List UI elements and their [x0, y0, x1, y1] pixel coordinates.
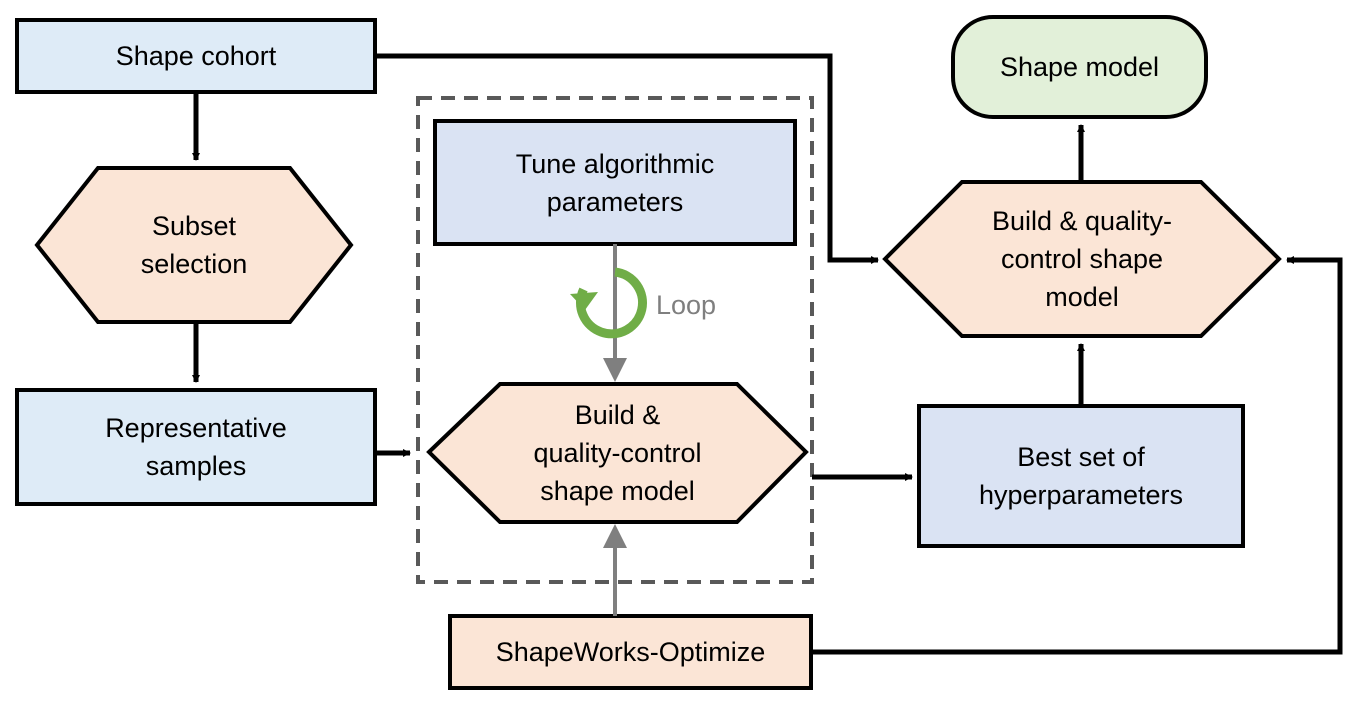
build-qc-inner-hexagon — [426, 382, 809, 524]
build-qc-inner-label: Build & quality-control shape model — [533, 400, 702, 506]
tune-params-box — [433, 119, 797, 246]
shape-model-box — [951, 15, 1208, 119]
shapeworks-optimize-label: ShapeWorks-Optimize — [495, 637, 766, 667]
arrow-shapeworks-to-build-head — [603, 524, 627, 548]
loop-label: Loop — [656, 290, 717, 320]
tune-params-label: Tune algorithmic parameters — [515, 148, 715, 217]
representative-samples-box — [15, 388, 377, 506]
arrow-cohort-to-final — [375, 53, 879, 264]
optimization-loop-container — [416, 96, 814, 584]
arrow-tune-to-build-head — [603, 358, 627, 382]
shape-model-label: Shape model — [999, 52, 1160, 82]
shape-cohort-label: Shape cohort — [115, 41, 277, 71]
build-qc-final-hexagon — [882, 180, 1282, 338]
shapeworks-optimize-box — [448, 614, 813, 690]
loop-icon — [570, 267, 647, 339]
build-qc-final-label: Build & quality- control shape model — [991, 206, 1173, 312]
best-hyperparams-box — [917, 404, 1245, 548]
best-hyperparams-label: Best set of hyperparameters — [978, 442, 1184, 510]
subset-selection-hexagon — [34, 166, 354, 324]
representative-samples-label: Representative samples — [105, 413, 287, 481]
arrow-shapeworks-to-final — [811, 256, 1343, 655]
subset-selection-label: Subset selection — [140, 211, 248, 279]
